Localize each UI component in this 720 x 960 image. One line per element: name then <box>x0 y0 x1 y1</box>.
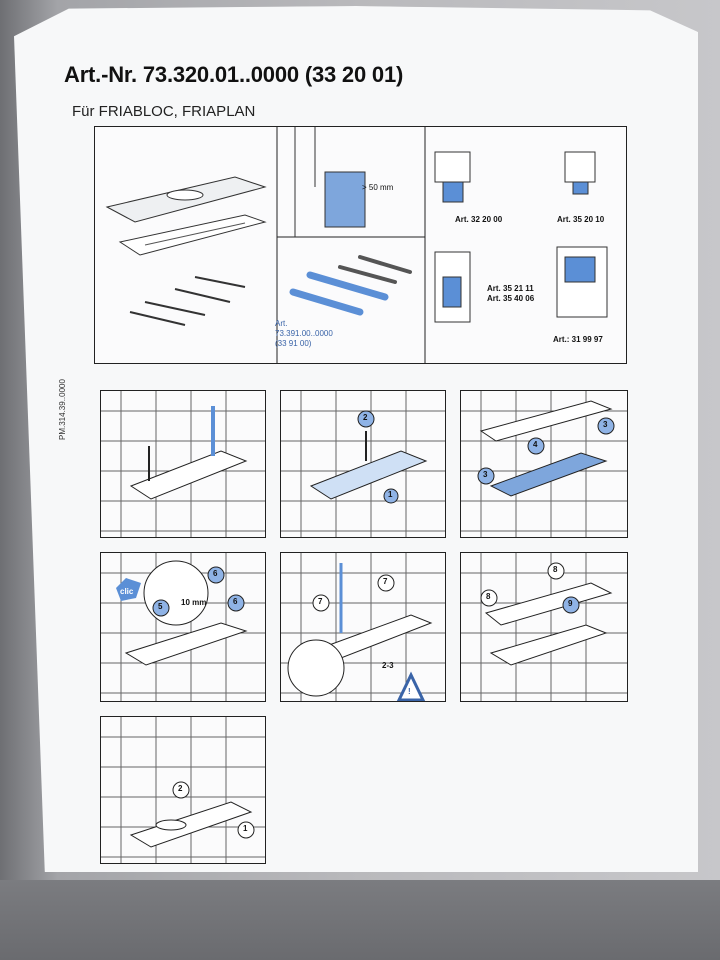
callout-3a: 3 <box>603 420 608 429</box>
side-code: PM.314.39..0000 <box>58 379 67 440</box>
step-panel-4: 6 5 6 clic 10 mm <box>100 552 266 702</box>
callout-5: 5 <box>158 602 163 611</box>
tile-wall-step-3 <box>461 391 627 537</box>
step-panel-5: 7 7 2-3 ! <box>280 552 446 702</box>
step-panel-3: 3 4 3 <box>460 390 628 538</box>
callout-6b: 6 <box>233 597 238 606</box>
frame-label-2: Art. 35 20 10 <box>557 215 605 224</box>
callout-7a: 7 <box>318 597 323 606</box>
callout-3b: 3 <box>483 470 488 479</box>
extension-art-line-2: 73.391.00..0000 <box>275 329 333 338</box>
tile-wall-step-7 <box>101 717 265 863</box>
tile-wall-step-4 <box>101 553 265 701</box>
frame-illustrations <box>434 151 608 323</box>
tile-wall-step-5 <box>281 553 445 701</box>
page-title: Art.-Nr. 73.320.01..0000 (33 20 01) <box>64 62 404 87</box>
overview-drawing <box>105 127 608 363</box>
callout-6a: 6 <box>213 569 218 578</box>
tile-wall-step-6 <box>461 553 627 701</box>
tile-wall-step-2 <box>281 391 445 537</box>
extension-art-line-1: Art. <box>275 319 288 328</box>
frame-label-3: Art. 35 21 11 <box>487 284 534 293</box>
step-panel-1 <box>100 390 266 538</box>
callout-9: 9 <box>568 599 573 608</box>
step-panel-7: 2 1 <box>100 716 266 864</box>
overview-panel: > 50 mm Art. 73.391.00..0000 (33 91 00) … <box>94 126 627 364</box>
callout-1: 1 <box>388 490 393 499</box>
callout-7b: 7 <box>383 577 388 586</box>
callout-4: 4 <box>533 440 538 449</box>
callout-8a: 8 <box>553 565 558 574</box>
callout-8b: 8 <box>486 592 491 601</box>
screws-illustration <box>129 276 246 326</box>
extension-rods-illustration <box>289 271 389 316</box>
callout-2: 2 <box>363 413 368 422</box>
page-subtitle: Für FRIABLOC, FRIAPLAN <box>72 103 256 120</box>
callout-2b: 2 <box>178 784 183 793</box>
dimension-label: > 50 mm <box>362 183 394 192</box>
step-panel-6: 8 8 9 <box>460 552 628 702</box>
table-surface <box>0 880 720 960</box>
extension-art-line-3: (33 91 00) <box>275 339 312 348</box>
warning-icon: ! <box>408 687 411 696</box>
ten-mm-label: 10 mm <box>181 598 207 607</box>
callout-1b: 1 <box>243 824 248 833</box>
step-panel-2: 2 1 <box>280 390 446 538</box>
frame-label-4: Art. 35 40 06 <box>487 294 535 303</box>
frame-label-1: Art. 32 20 00 <box>455 215 503 224</box>
tile-wall-step-1 <box>101 391 265 537</box>
gap-label: 2-3 <box>382 661 394 670</box>
clic-label: clic <box>120 587 134 596</box>
frame-label-5: Art.: 31 99 97 <box>553 335 603 344</box>
